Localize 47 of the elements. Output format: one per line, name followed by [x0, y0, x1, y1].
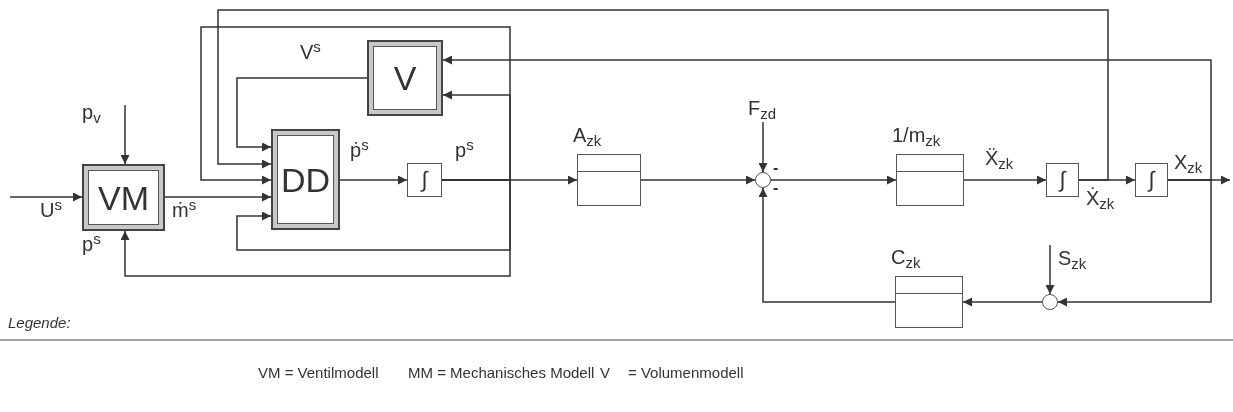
signal-arrow — [1057, 179, 1212, 307]
legend-entry: = Volumenmodell — [628, 363, 744, 383]
block-label: A$_{zk}$ — [573, 123, 602, 150]
signal-label: X$_{zk}$ — [1174, 150, 1203, 175]
signal-arrow — [236, 179, 511, 251]
input-label: F$_{zd}$ — [748, 98, 784, 122]
sign: - — [773, 180, 779, 196]
signal-arrow — [1045, 244, 1055, 295]
summing-junction — [1042, 294, 1058, 310]
signal-label: ṗ$^{s}$ — [350, 138, 369, 163]
signal-arrow — [640, 175, 756, 185]
signal-arrow — [200, 26, 511, 185]
legend-heading: Legende: — [8, 313, 71, 333]
model-block: VM — [82, 164, 165, 231]
integrator-block: ∫ — [407, 163, 442, 197]
block-label: C$_{zk}$ — [891, 245, 921, 272]
signal-label: p$^{s}$ — [82, 232, 101, 257]
legend-entry: VM = Ventilmodell — [258, 363, 379, 383]
signal-arrow — [217, 9, 1109, 181]
model-block: DD — [271, 129, 340, 230]
summing-junction — [755, 172, 771, 188]
signal-arrow — [339, 175, 408, 185]
signal-label: p$_{v}$ — [82, 100, 101, 125]
signal-arrow — [236, 77, 368, 152]
signal-arrow — [758, 187, 896, 303]
legend-entry: MM = Mechanisches Modell — [408, 363, 595, 383]
signal-label: p$^{s}$ — [455, 138, 474, 163]
signal-arrow — [164, 192, 272, 202]
sign: - — [773, 160, 779, 176]
signal-arrow — [758, 121, 768, 173]
integrator-block: ∫ — [1046, 163, 1079, 197]
signal-arrow — [442, 55, 1212, 181]
model-block: V — [367, 40, 443, 116]
signal-label: Ẋ$_{zk}$ — [1086, 186, 1115, 211]
block-label: 1/m$_{zk}$ — [892, 123, 941, 150]
legend-entry: V — [600, 363, 610, 383]
signal-arrow — [963, 175, 1047, 185]
signal-arrow — [9, 192, 83, 202]
signal-label: Ẍ$_{zk}$ — [985, 146, 1014, 171]
signal-label: V$^{s}$ — [300, 40, 321, 65]
signal-arrow — [120, 104, 130, 165]
signal-label: U$^{s}$ — [40, 198, 62, 223]
signal-arrow — [770, 175, 897, 185]
signal-label: ṁ$^{s}$ — [172, 198, 197, 223]
signal-arrow — [962, 297, 1043, 307]
signal-label: S$_{zk}$ — [1058, 246, 1087, 271]
integrator-block: ∫ — [1135, 163, 1168, 197]
